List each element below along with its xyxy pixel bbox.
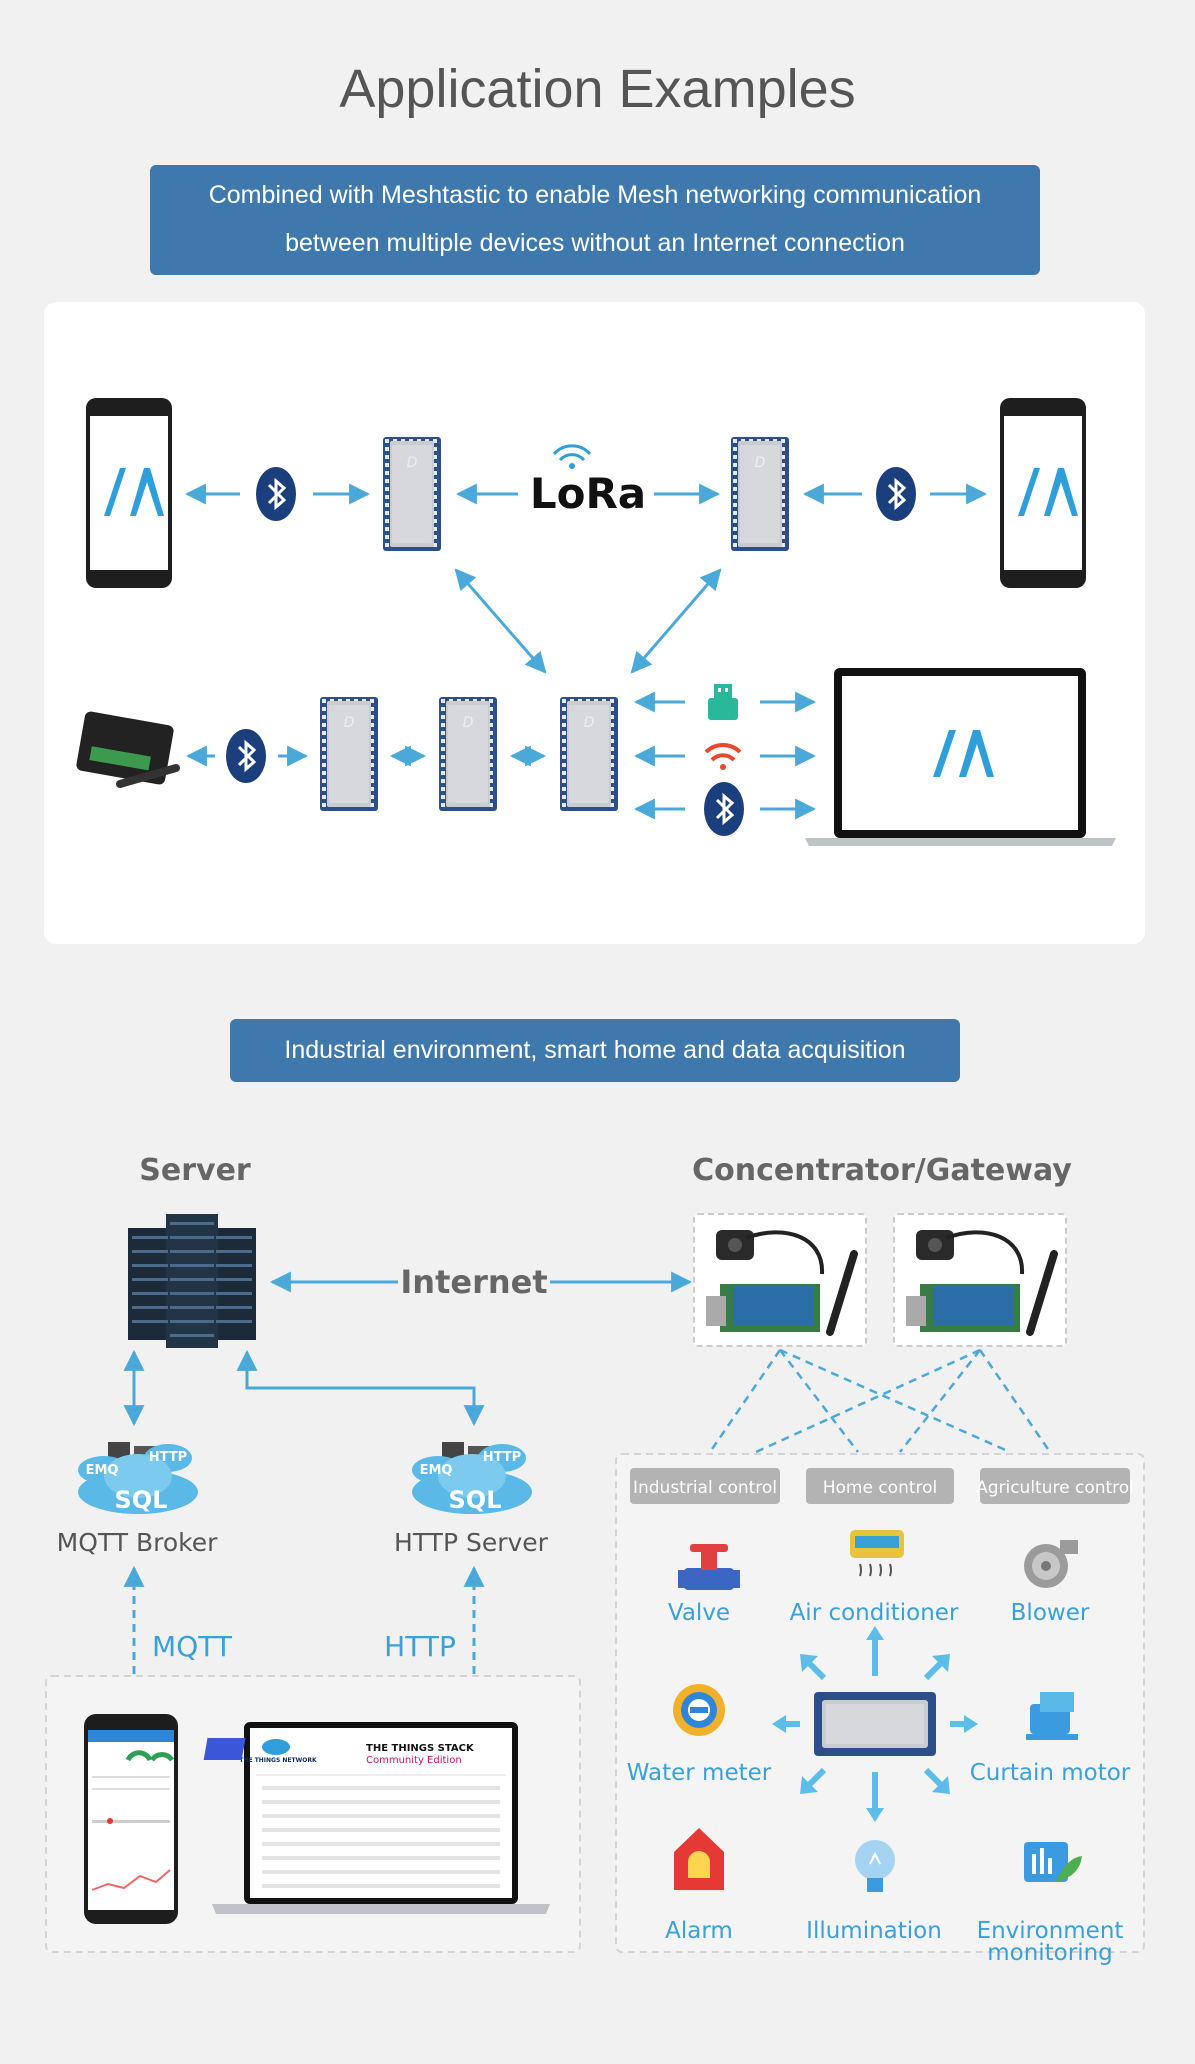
tab-agriculture-control[interactable]: Agriculture control: [976, 1468, 1134, 1504]
blower-icon: [1024, 1540, 1078, 1588]
cloud-tag-emq: EMQ: [420, 1463, 453, 1478]
environment-label-line2: monitoring: [987, 1940, 1113, 1966]
water-meter-icon: [673, 1684, 725, 1736]
usb-icon: [708, 684, 738, 720]
mqtt-broker-label: MQTT Broker: [57, 1528, 218, 1557]
lora-module: [439, 697, 497, 811]
gateway-device: [894, 1214, 1066, 1346]
internet-label: Internet: [400, 1263, 547, 1301]
cloud-tag-http: HTTP: [483, 1450, 521, 1465]
controller-box-device: [76, 711, 180, 788]
water-meter-label: Water meter: [627, 1760, 772, 1786]
tab-home-control[interactable]: Home control: [806, 1468, 954, 1504]
lora-module: [320, 697, 378, 811]
phone-right: [1000, 398, 1086, 588]
blower-label: Blower: [1011, 1600, 1090, 1626]
mqtt-label: MQTT: [152, 1630, 233, 1663]
tab-industrial-control[interactable]: Industrial control: [630, 1468, 780, 1504]
cloud-tag-sql: SQL: [115, 1486, 168, 1514]
tab-industrial-control-label: Industrial control: [633, 1478, 777, 1498]
gateway-heading: Concentrator/Gateway: [692, 1153, 1072, 1188]
server-heading: Server: [139, 1153, 251, 1188]
lora-module: [560, 697, 618, 811]
valve-icon: [678, 1544, 740, 1590]
laptop-tts-console: THE THINGS NETWORK THE THINGS STACK Comm…: [203, 1722, 550, 1914]
air-conditioner-icon: [850, 1530, 904, 1577]
mesh-banner: Combined with Meshtastic to enable Mesh …: [150, 165, 1040, 275]
http-label: HTTP: [384, 1630, 456, 1663]
cloud-tag-emq: EMQ: [86, 1463, 119, 1478]
bluetooth-icon: [254, 465, 298, 523]
lora-wireless-icon: [552, 444, 592, 469]
phone-dashboard: [84, 1714, 178, 1924]
illumination-icon: [855, 1840, 895, 1892]
environment-monitoring-icon: [1024, 1842, 1082, 1882]
http-server-label: HTTP Server: [394, 1528, 549, 1557]
cloud-tag-http: HTTP: [149, 1450, 187, 1465]
bluetooth-icon: [874, 465, 918, 523]
bluetooth-icon: [702, 780, 746, 838]
gateway-device: [694, 1214, 866, 1346]
mesh-banner-line2: between multiple devices without an Inte…: [285, 229, 905, 257]
mqtt-broker-cloud: EMQ HTTP SQL: [78, 1442, 198, 1514]
valve-label: Valve: [668, 1600, 730, 1626]
industrial-diagram: Server Internet Concentrator/Gateway EMQ…: [45, 1153, 1145, 1966]
lora-module: [731, 437, 789, 551]
industrial-banner: Industrial environment, smart home and d…: [230, 1019, 960, 1082]
lora-module: [383, 437, 441, 551]
center-radiating-arrows: [772, 1626, 978, 1822]
tab-home-control-label: Home control: [823, 1478, 938, 1498]
curtain-motor-icon: [1026, 1692, 1078, 1740]
environment-label-line1: Environment: [977, 1918, 1124, 1944]
center-lora-module: [814, 1692, 936, 1756]
gateway-links: [708, 1348, 1052, 1454]
tts-subtitle: Community Edition: [366, 1755, 462, 1766]
server-rack-icon: [128, 1214, 256, 1348]
tab-agriculture-control-label: Agriculture control: [976, 1478, 1134, 1498]
http-server-cloud: EMQ HTTP SQL: [412, 1442, 532, 1514]
tts-logo: THE THINGS NETWORK: [239, 1757, 317, 1764]
tts-title: THE THINGS STACK: [366, 1743, 475, 1754]
illumination-label: Illumination: [806, 1918, 942, 1944]
air-conditioner-label: Air conditioner: [790, 1600, 959, 1626]
alarm-icon: [674, 1828, 724, 1890]
lora-label: LoRa: [530, 469, 646, 518]
wifi-icon: [704, 742, 742, 770]
laptop: [805, 668, 1116, 846]
curtain-motor-label: Curtain motor: [970, 1760, 1131, 1786]
mesh-banner-line1: Combined with Meshtastic to enable Mesh …: [208, 181, 982, 209]
bluetooth-icon: [224, 727, 268, 785]
cloud-tag-sql: SQL: [449, 1486, 502, 1514]
alarm-label: Alarm: [665, 1918, 733, 1944]
mesh-diagram: D LoRa: [76, 398, 1116, 846]
page-title: Application Examples: [339, 59, 856, 119]
phone-left: [86, 398, 172, 588]
